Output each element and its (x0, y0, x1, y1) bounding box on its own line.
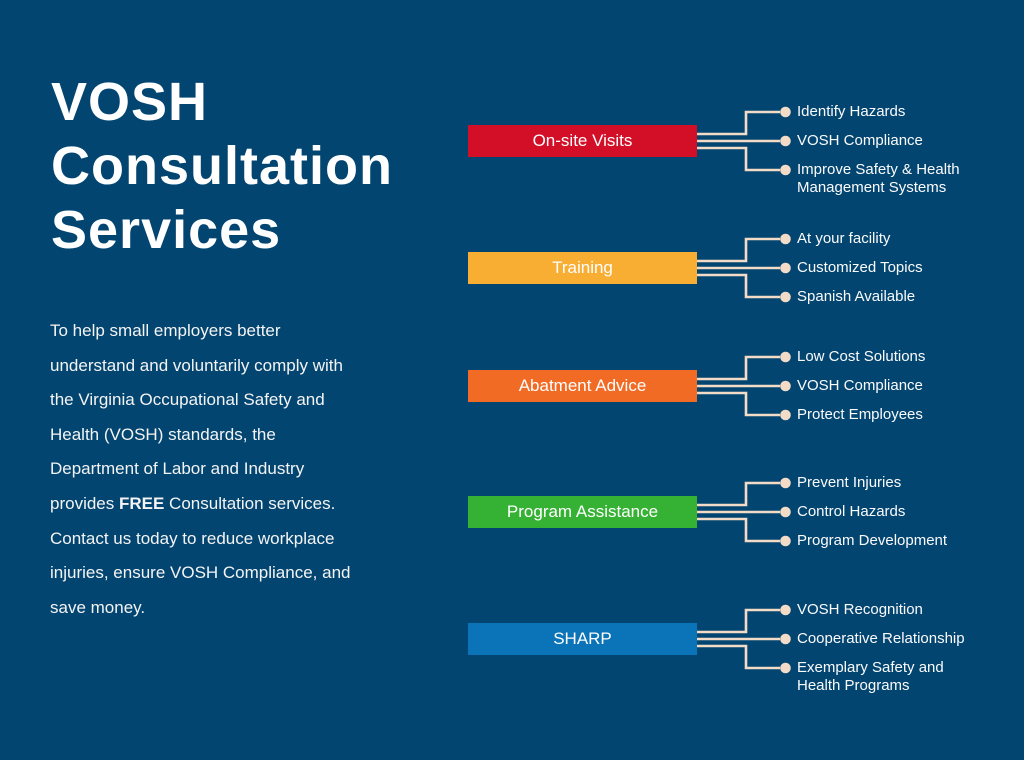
bullet-item: Protect Employees (797, 406, 923, 423)
service-box-program-assistance: Program Assistance (468, 496, 697, 528)
bullet-dot-icon (780, 233, 791, 245)
bullet-dot-icon (780, 380, 791, 392)
service-box-label: On-site Visits (532, 131, 633, 150)
service-box-label: Abatment Advice (518, 376, 647, 395)
bullet-item: VOSH Compliance (797, 132, 923, 149)
intro-text-free: FREE (118, 493, 165, 513)
bullet-dot-icon (780, 262, 791, 274)
bullet-item: Customized Topics (797, 259, 923, 276)
connector-lines-abatment-advice (697, 351, 791, 421)
bullet-dot-icon (780, 291, 791, 303)
bullet-item: VOSH Recognition (797, 601, 923, 618)
service-box-label: Training (552, 258, 613, 277)
bullet-item: Prevent Injuries (797, 474, 902, 491)
bullet-item: Program Development (797, 532, 948, 549)
bullet-item: Spanish Available (797, 288, 916, 305)
page-title: VOSH Consultation Services (51, 72, 393, 260)
service-box-label: SHARP (553, 629, 612, 648)
bullet-dot-icon (780, 164, 791, 176)
bullet-dot-icon (780, 662, 791, 674)
intro-text-part2: Consultation services. Contact us today … (50, 493, 351, 617)
bullet-dot-icon (780, 633, 791, 645)
bullet-dot-icon (780, 535, 791, 547)
bullet-dot-icon (780, 409, 791, 421)
service-box-training: Training (468, 252, 697, 284)
bullet-item: Low Cost Solutions (797, 348, 926, 365)
service-box-sharp: SHARP (468, 623, 697, 655)
connector-lines-on-site-visits (697, 106, 791, 176)
service-box-label: Program Assistance (506, 502, 659, 521)
bullet-dot-icon (780, 106, 791, 118)
bullet-item: VOSH Compliance (797, 377, 923, 394)
intro-text-part1: To help small employers better understan… (50, 321, 343, 513)
bullet-item: Cooperative Relationship (797, 630, 965, 647)
connector-lines-program-assistance (697, 477, 791, 547)
bullet-dot-icon (780, 506, 791, 518)
service-box-on-site-visits: On-site Visits (468, 125, 697, 157)
connector-lines-training (697, 233, 791, 303)
bullet-item: Exemplary Safety and Health Programs (797, 659, 944, 694)
bullet-item: At your facility (797, 230, 891, 247)
bullet-item: Improve Safety & Health Management Syste… (797, 161, 960, 196)
intro-paragraph: To help small employers better understan… (50, 314, 362, 625)
bullet-item: Control Hazards (797, 503, 906, 520)
bullet-dot-icon (780, 135, 791, 147)
bullet-item: Identify Hazards (797, 103, 906, 120)
connector-lines-sharp (697, 604, 791, 674)
bullet-dot-icon (780, 477, 791, 489)
bullet-dot-icon (780, 604, 791, 616)
bullet-dot-icon (780, 351, 791, 363)
service-box-abatment-advice: Abatment Advice (468, 370, 697, 402)
